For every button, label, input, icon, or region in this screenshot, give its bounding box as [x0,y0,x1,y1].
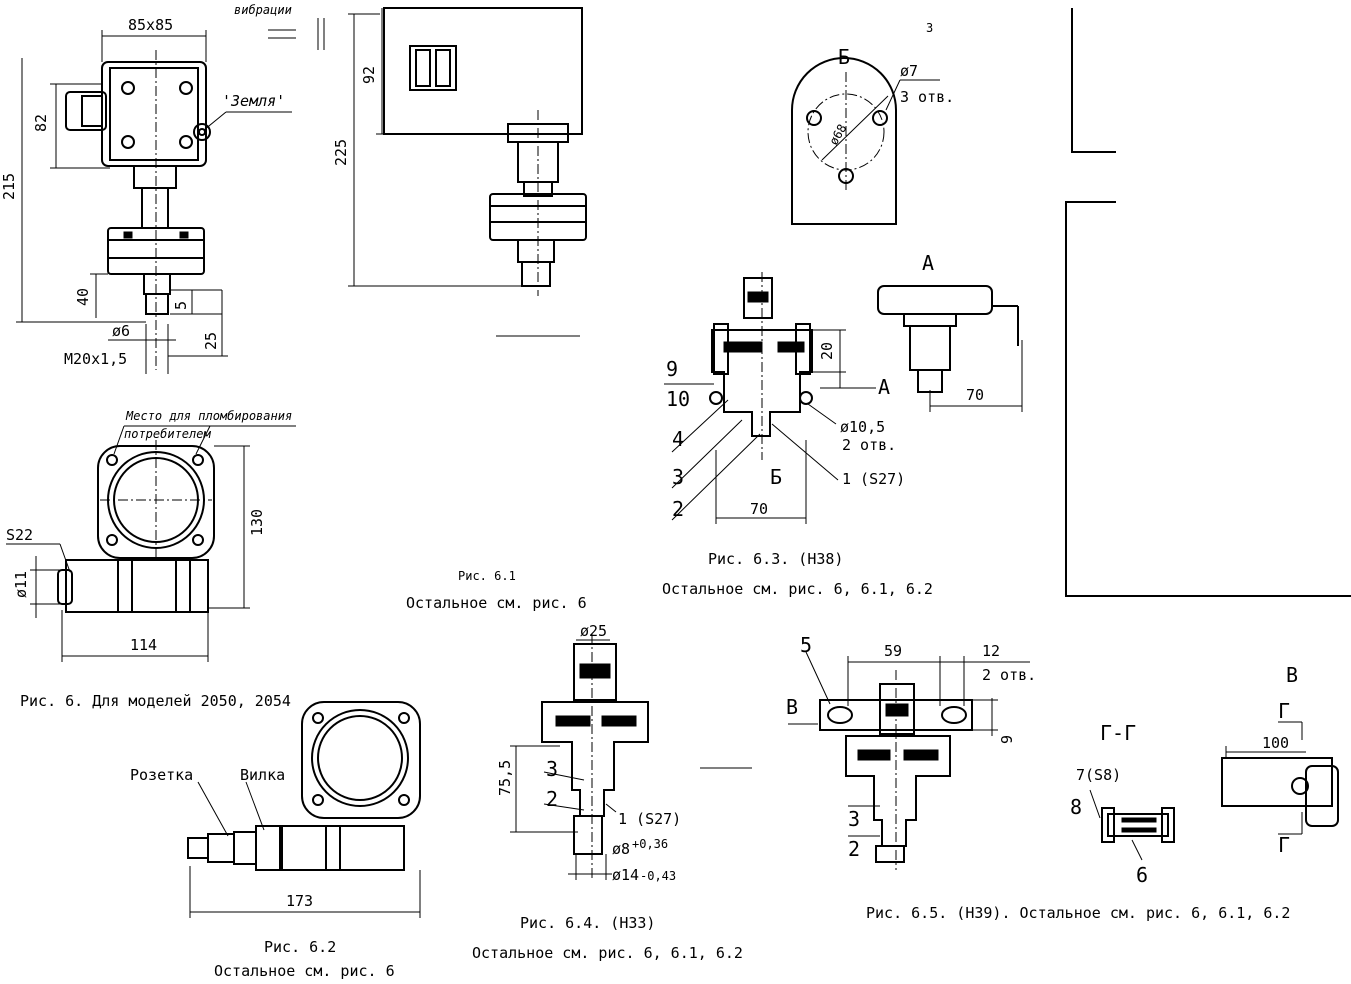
fig63-view-b [791,57,940,225]
num-2: 2 [848,837,860,861]
num-3: 3 [672,465,684,489]
num-7-s8: 7(S8) [1076,766,1121,784]
d8-tolerance: +0,36 [632,837,668,851]
arrow-a-label: А [878,375,890,399]
num-4: 4 [672,427,684,451]
page-frame-lines [1065,8,1351,597]
d14-tolerance: -0,43 [640,869,676,883]
num-5: 5 [800,633,812,657]
fig63-caption-rest: Остальное см. рис. 6, 6.1, 6.2 [662,580,933,598]
arrow-b-label: Б [770,465,782,489]
fig63-view-b-labels: Б ø7 3 отв. ø68 3 [826,21,954,148]
dim-12: 12 [982,642,1000,660]
fig6-side-view [6,425,296,662]
view-v-label: В [786,695,798,719]
fig62-labels: Розетка Вилка 173 Рис. 6.2 Остальное см.… [130,766,395,980]
fig61-caption-rest: Остальное см. рис. 6 [406,594,587,612]
fig6-side-labels: Место для пломбирования потребителем S22… [6,409,292,710]
fig64-labels: ø25 75,5 3 2 1 (S27) ø8 +0,36 ø14 -0,43 … [472,622,743,962]
dim-59: 59 [884,642,902,660]
rozetka-label: Розетка [130,766,193,784]
d25-label: ø25 [580,622,607,640]
num-9: 9 [666,357,678,381]
fig64-caption-rest: Остальное см. рис. 6, 6.1, 6.2 [472,944,743,962]
holes3-label: 3 отв. [900,88,954,106]
cut-g-bottom: Г [1278,833,1290,857]
fig63-view-a [877,285,1023,412]
fig63-caption: Рис. 6.3. (Н38) [708,550,843,568]
seal-label-2: потребителем [124,427,211,441]
fig64-caption: Рис. 6.4. (Н33) [520,914,655,932]
d14-label: ø14 [612,866,639,884]
d11-label: ø11 [12,571,30,598]
num-8: 8 [1070,795,1082,819]
seal-label-1: Место для пломбирования [125,409,292,423]
fig65-caption: Рис. 6.5. (Н39). Остальное см. рис. 6, 6… [866,904,1290,922]
fig63-view-a-labels: А 70 [922,251,984,404]
d8-label: ø8 [612,840,630,858]
d105-label: ø10,5 [840,418,885,436]
fig62-caption: Рис. 6.2 [264,938,336,956]
section-label: Г-Г [1100,721,1136,745]
view-b-label: Б [838,45,850,69]
dim-20: 20 [818,342,836,360]
fig62-drawing [187,701,421,918]
dim-40: 40 [74,288,92,306]
s22-label: S22 [6,526,33,544]
fig63-section [664,272,876,524]
cut-g-top: Г [1278,699,1290,723]
dim-130: 130 [248,509,266,536]
fig63-section-labels: 20 А 9 10 4 3 2 1 (S27) ø10,5 2 отв. Б 7… [662,342,933,598]
num-1-s27: 1 (S27) [842,470,905,488]
num-2: 2 [546,787,558,811]
dim-d6: ø6 [112,322,130,340]
num-1-s27: 1 (S27) [618,810,681,828]
fig62-caption-rest: Остальное см. рис. 6 [214,962,395,980]
d68-label: ø68 [826,122,849,148]
dim-755: 75,5 [496,760,514,796]
view-v2-label: В [1286,663,1298,687]
fig65-drawing [788,651,1339,870]
holes2-label: 2 отв. [842,436,896,454]
ground-label: 'Земля' [222,92,285,110]
dim-114: 114 [130,636,157,654]
fig65-labels: 5 59 12 2 отв. В 9 3 2 Г-Г 7(S8) 8 6 В 1… [786,633,1298,922]
dim-173: 173 [286,892,313,910]
dim-25: 25 [202,332,220,350]
vibration-label: вибрации [234,3,292,17]
dim-82: 82 [32,114,50,132]
fig6-labels: 85x85 82 215 40 5 25 ø6 M20x1,5 'Земля' … [0,3,292,368]
dim-5: 5 [172,301,190,310]
fig61-drawing [348,7,587,337]
dim-70-bottom: 70 [750,500,768,518]
num-3: 3 [848,807,860,831]
dim-9: 9 [998,735,1016,744]
thread-label: M20x1,5 [64,350,127,368]
num-6: 6 [1136,863,1148,887]
fig64-drawing [510,634,752,880]
dim-70-right: 70 [966,386,984,404]
fig6-front-view [16,18,325,374]
dim-215: 215 [0,173,18,200]
num-10: 10 [666,387,690,411]
vilka-label: Вилка [240,766,285,784]
num-3: 3 [546,757,558,781]
num-2: 2 [672,497,684,521]
d7-label: ø7 [900,62,918,80]
fig61-caption-partial: Рис. 6.1 [458,569,516,583]
dim-92: 92 [360,66,378,84]
dim-100: 100 [1262,734,1289,752]
view-a-label: А [922,251,934,275]
fig6-caption: Рис. 6. Для моделей 2050, 2054 [20,692,291,710]
fig61-labels: 92 225 Рис. 6.1 Остальное см. рис. 6 [332,66,587,612]
dim-225: 225 [332,139,350,166]
holes2-label: 2 отв. [982,666,1036,684]
dim-85x85: 85x85 [128,16,173,34]
top-mark: 3 [926,21,933,35]
